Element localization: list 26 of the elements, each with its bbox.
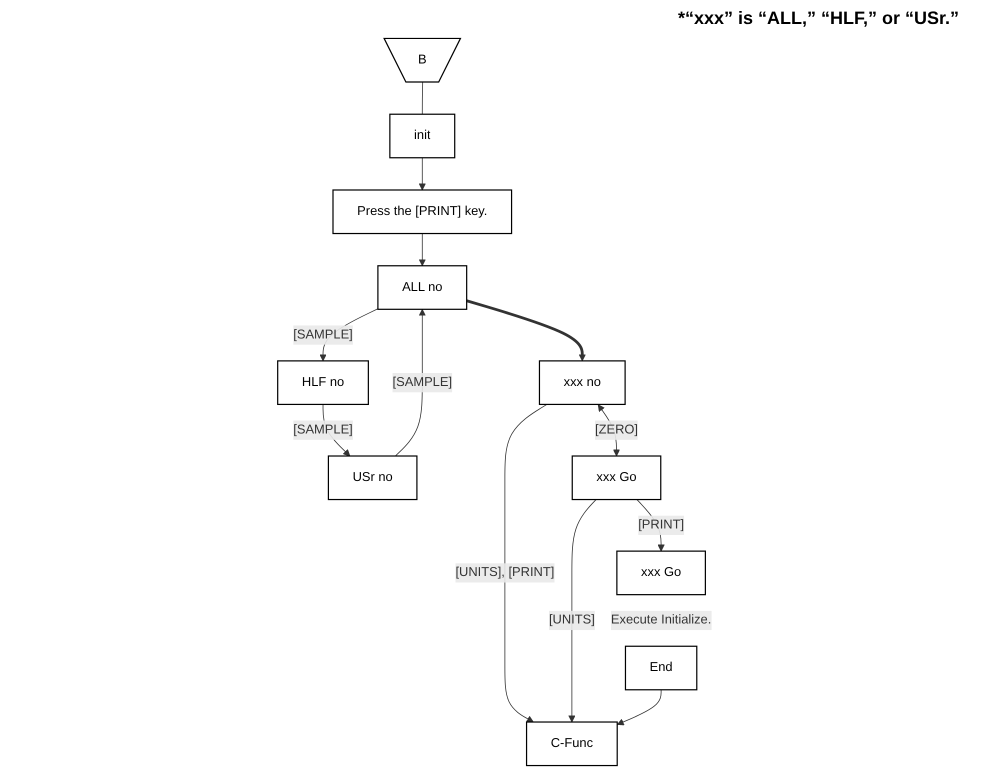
edge-label: [PRINT]: [638, 518, 684, 532]
arrow: [418, 233, 426, 266]
edge-label: [UNITS]: [548, 613, 595, 627]
edge-label: [SAMPLE]: [293, 328, 353, 342]
arrow: [504, 404, 548, 722]
edge-label: [SAMPLE]: [293, 422, 353, 437]
arrow: [418, 157, 426, 190]
connector: [422, 82, 424, 115]
arrow: [616, 689, 662, 726]
note-text: *“xxx” is “ALL,” “HLF,” or “USr.”: [676, 7, 960, 30]
edge-label: [ZERO]: [595, 422, 638, 437]
edge-label: [SAMPLE]: [392, 375, 452, 390]
arrow: [568, 499, 596, 722]
node-label: Execute Initialize.: [610, 613, 712, 627]
node-box: xxx Go: [572, 455, 662, 500]
node-box: ALL no: [377, 265, 468, 310]
node-box: xxx no: [538, 360, 626, 406]
node-box: End: [624, 646, 698, 690]
arrow: [466, 299, 586, 362]
node-box: HLF no: [277, 360, 369, 406]
node-box: xxx Go: [616, 550, 706, 596]
node-box: USr no: [328, 455, 418, 500]
edge-label: [UNITS], [PRINT]: [455, 566, 554, 580]
node-box: Press the [PRINT] key.: [332, 189, 512, 234]
node-box: init: [389, 114, 456, 158]
node-box: C-Func: [526, 721, 618, 766]
